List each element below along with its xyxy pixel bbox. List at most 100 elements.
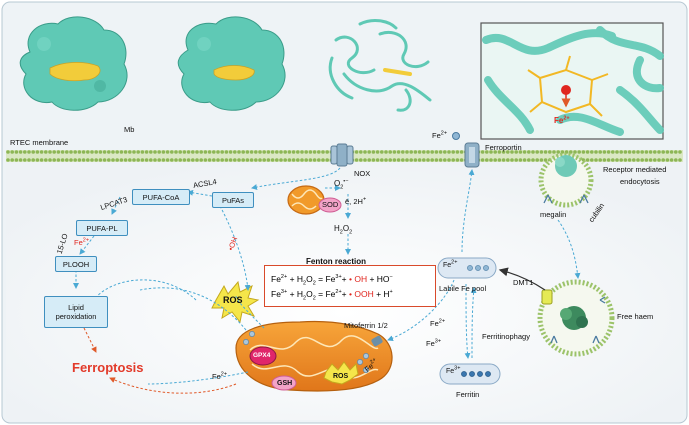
membrane-lipid-head <box>216 158 220 162</box>
membrane-lipid-head <box>262 158 267 162</box>
membrane-lipid-head <box>611 150 615 154</box>
membrane-lipid-head <box>527 158 531 162</box>
membrane-lipid-head <box>195 158 199 162</box>
membrane-lipid-head <box>590 150 594 154</box>
membrane-lipid-head <box>249 158 254 162</box>
membrane-lipid-head <box>31 150 35 154</box>
membrane-lipid-head <box>422 158 426 162</box>
membrane-lipid-head <box>455 158 460 162</box>
membrane-lipid-head <box>10 150 14 154</box>
membrane-lipid-head <box>426 150 430 154</box>
membrane-lipid-head <box>237 150 241 154</box>
ferroptosis-arrows <box>83 327 237 394</box>
membrane-lipid-head <box>52 158 56 162</box>
membrane-lipid-head <box>60 150 65 154</box>
membrane-lipid-head <box>119 158 124 162</box>
membrane-lipid-head <box>375 150 380 154</box>
membrane-lipid-head <box>598 150 602 154</box>
membrane-lipid-head <box>531 150 535 154</box>
membrane-lipid-head <box>451 150 456 154</box>
membrane-lipid-head <box>669 150 674 154</box>
membrane-lipid-head <box>615 158 619 162</box>
membrane-lipid-head <box>514 150 518 154</box>
labile-fe-pool-label: Labile Fe pool <box>439 284 487 293</box>
membrane-lipid-head <box>384 158 388 162</box>
membrane-lipid-head <box>518 158 523 162</box>
membrane-lipid-head <box>447 150 451 154</box>
membrane-lipid-head <box>623 150 628 154</box>
membrane-lipid-head <box>27 158 31 162</box>
membrane-lipid-head <box>98 158 103 162</box>
membrane-lipid-head <box>111 158 115 162</box>
membrane-lipid-head <box>258 150 262 154</box>
membrane-lipid-head <box>653 150 657 154</box>
membrane-lipid-head <box>86 150 90 154</box>
membrane-lipid-head <box>178 158 182 162</box>
membrane-lipid-head <box>199 150 203 154</box>
membrane-lipid-head <box>119 150 124 154</box>
membrane-lipid-head <box>191 158 195 162</box>
membrane-lipid-head <box>619 158 623 162</box>
membrane-lipid-head <box>94 150 98 154</box>
membrane-lipid-head <box>312 158 317 162</box>
membrane-lipid-head <box>678 158 682 162</box>
ferritinophagy-label: Ferritinophagy <box>482 332 530 341</box>
membrane-lipid-head <box>367 158 372 162</box>
membrane-lipid-head <box>384 150 388 154</box>
membrane-lipid-head <box>489 150 493 154</box>
membrane-lipid-head <box>195 150 199 154</box>
membrane-lipid-head <box>359 150 363 154</box>
membrane-lipid-head <box>77 158 82 162</box>
membrane-lipid-head <box>149 150 153 154</box>
ferroptosis-label: Ferroptosis <box>72 360 144 375</box>
membrane-lipid-head <box>241 150 245 154</box>
membrane-lipid-head <box>392 158 397 162</box>
membrane-lipid-head <box>388 158 393 162</box>
membrane-lipid-head <box>354 158 359 162</box>
membrane-lipid-head <box>31 158 35 162</box>
membrane-lipid-head <box>115 158 119 162</box>
ferroportin-channel-icon <box>464 142 480 168</box>
membrane-lipid-head <box>161 150 166 154</box>
membrane-lipid-head <box>312 150 317 154</box>
membrane-lipid-head <box>18 158 23 162</box>
electron-proton-label: ē, 2H+ <box>345 196 367 206</box>
membrane-lipid-head <box>640 150 644 154</box>
membrane-lipid-head <box>60 158 65 162</box>
membrane-lipid-head <box>543 150 548 154</box>
membrane-lipid-head <box>132 150 136 154</box>
membrane-lipid-head <box>430 150 435 154</box>
membrane-lipid-head <box>140 158 145 162</box>
membrane-lipid-head <box>380 150 384 154</box>
membrane-lipid-head <box>296 158 300 162</box>
membrane-lipid-head <box>81 158 86 162</box>
membrane-lipid-head <box>539 150 544 154</box>
membrane-lipid-head <box>90 158 94 162</box>
membrane-lipid-head <box>300 158 304 162</box>
membrane-lipid-head <box>375 158 380 162</box>
ros-mito-label: ROS <box>333 373 349 380</box>
membrane-lipid-head <box>422 150 426 154</box>
membrane-lipid-head <box>102 158 107 162</box>
membrane-lipid-head <box>506 158 510 162</box>
membrane-lipid-head <box>602 150 607 154</box>
membrane-lipid-head <box>203 150 208 154</box>
labile-fe-pool-icon <box>437 257 497 279</box>
ros-burst-label: ROS <box>223 295 243 305</box>
membrane-lipid-head <box>6 150 10 154</box>
fe2-left-label: Fe2+ <box>212 371 228 381</box>
membrane-lipid-head <box>291 150 296 154</box>
membrane-lipid-head <box>291 158 296 162</box>
membrane-lipid-head <box>531 158 535 162</box>
membrane-lipid-head <box>518 150 523 154</box>
membrane-lipid-head <box>527 150 531 154</box>
membrane-lipid-head <box>279 150 283 154</box>
membrane-lipid-head <box>182 158 187 162</box>
membrane-lipid-head <box>665 158 670 162</box>
membrane-lipid-head <box>245 158 250 162</box>
membrane-lipid-head <box>6 158 10 162</box>
membrane-lipid-head <box>459 150 464 154</box>
free-haem-label: Free haem <box>617 312 654 321</box>
membrane-lipid-head <box>77 150 82 154</box>
membrane-lipid-head <box>262 150 267 154</box>
